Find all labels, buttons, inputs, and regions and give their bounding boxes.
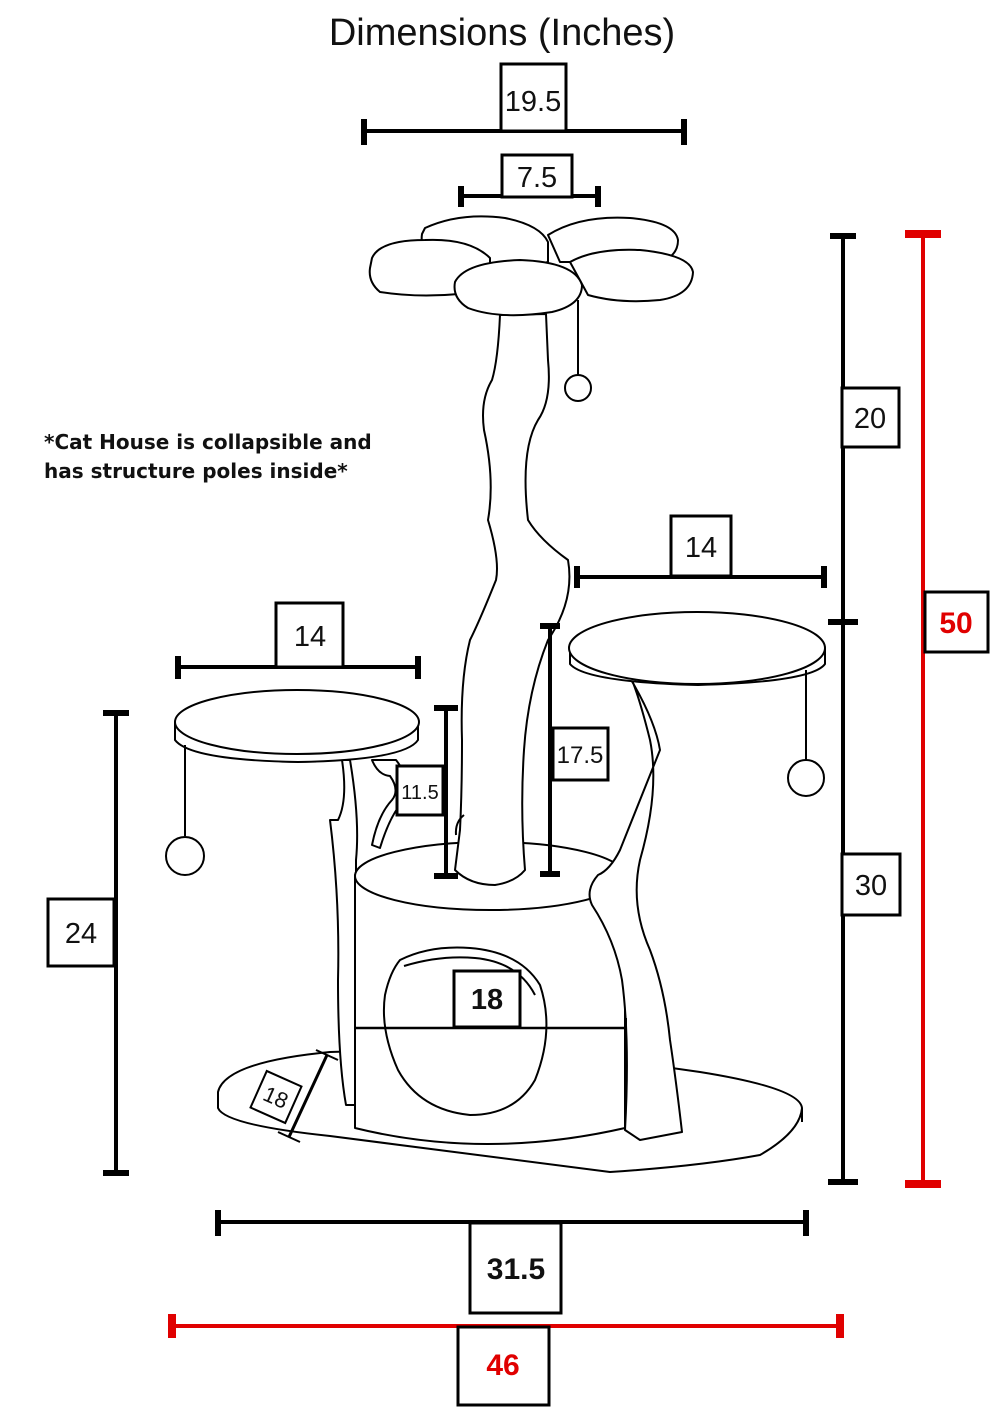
svg-text:14: 14 bbox=[685, 532, 717, 564]
svg-text:17.5: 17.5 bbox=[557, 742, 604, 769]
dim-label-base-width: 31.5 bbox=[468, 1221, 563, 1315]
svg-text:7.5: 7.5 bbox=[517, 162, 557, 194]
svg-text:20: 20 bbox=[854, 403, 886, 435]
dim-label-left-to-house: 11.5 bbox=[395, 764, 445, 817]
note-line-1: *Cat House is collapsible and bbox=[44, 430, 372, 454]
svg-text:50: 50 bbox=[939, 607, 972, 640]
left-toy-ball bbox=[165, 836, 205, 876]
dim-label-left-platform-height: 24 bbox=[46, 897, 116, 968]
dim-label-right-platform-width: 14 bbox=[669, 514, 733, 578]
dim-label-left-platform-width: 14 bbox=[274, 601, 345, 669]
left-post bbox=[329, 759, 359, 1106]
svg-text:19.5: 19.5 bbox=[505, 86, 561, 118]
dim-label-lower-section-height: 30 bbox=[840, 852, 902, 917]
diagram-title: Dimensions (Inches) bbox=[329, 12, 675, 54]
top-toy-ball bbox=[564, 374, 592, 402]
cat-tree-illustration bbox=[165, 215, 826, 1173]
dim-label-right-to-house: 17.5 bbox=[551, 726, 610, 782]
main-trunk bbox=[454, 313, 571, 886]
svg-text:11.5: 11.5 bbox=[401, 782, 438, 804]
note-line-2: has structure poles inside* bbox=[44, 459, 348, 483]
dim-label-top-inner: 7.5 bbox=[500, 153, 574, 199]
svg-text:46: 46 bbox=[486, 1349, 519, 1382]
dim-label-total-width: 46 bbox=[456, 1325, 551, 1407]
right-toy-ball bbox=[787, 759, 825, 797]
flower-perch bbox=[368, 215, 694, 402]
dim-label-top-section-height: 20 bbox=[840, 386, 901, 449]
dim-label-house-opening: 18 bbox=[452, 969, 522, 1029]
dim-label-total-height: 50 bbox=[923, 590, 990, 654]
dim-label-top-outer: 19.5 bbox=[499, 62, 568, 133]
svg-text:24: 24 bbox=[65, 918, 97, 950]
svg-text:30: 30 bbox=[855, 870, 887, 902]
left-platform bbox=[165, 689, 420, 876]
svg-text:18: 18 bbox=[471, 984, 503, 1016]
right-post bbox=[588, 677, 683, 1141]
svg-text:14: 14 bbox=[294, 621, 326, 653]
svg-text:31.5: 31.5 bbox=[487, 1253, 545, 1286]
dimension-lines bbox=[103, 119, 941, 1338]
house-opening bbox=[382, 946, 548, 1117]
dim-label-base-depth: 18 bbox=[249, 1069, 303, 1125]
right-platform bbox=[568, 611, 826, 797]
